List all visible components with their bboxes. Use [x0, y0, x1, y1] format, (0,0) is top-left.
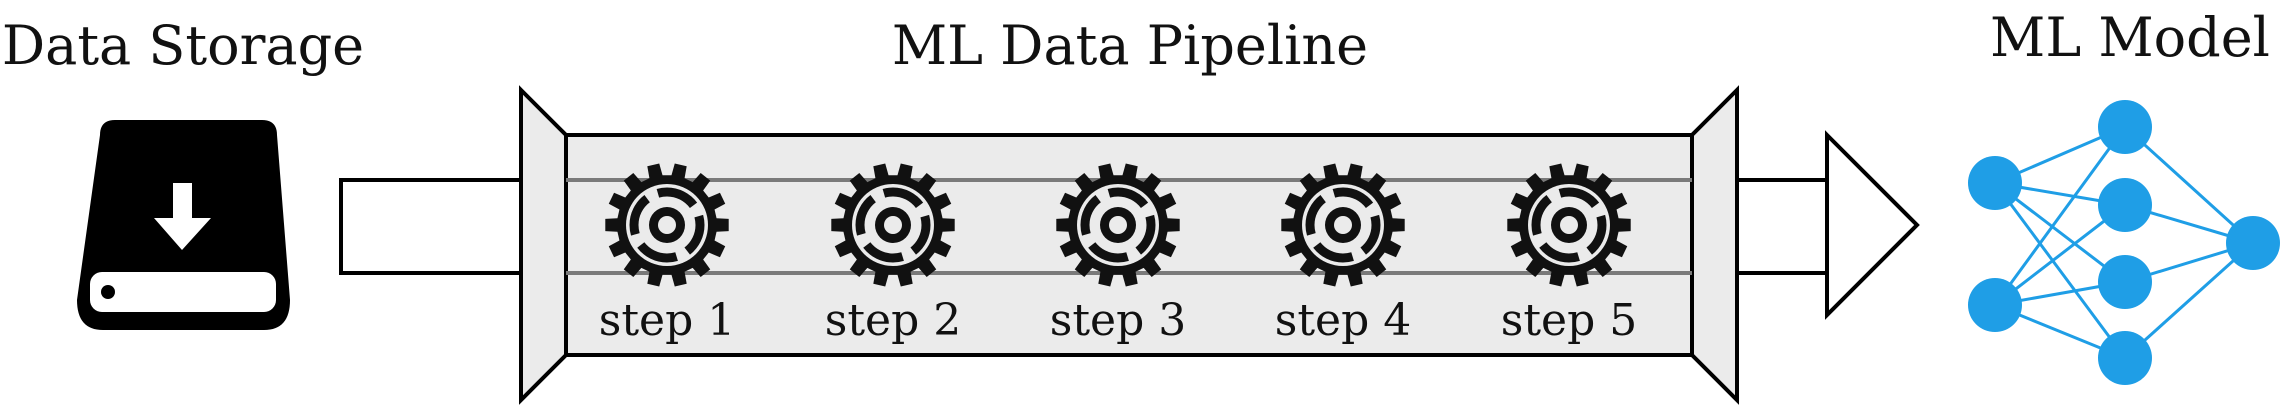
nn-node — [2098, 255, 2152, 309]
gear-icon — [1056, 163, 1180, 287]
output-tube — [1735, 178, 1829, 275]
download-drive-icon — [77, 120, 290, 330]
nn-node — [1968, 156, 2022, 210]
data-storage-title: Data Storage — [2, 14, 364, 77]
step-label: step 4 — [1275, 295, 1411, 346]
gear-icon — [1507, 163, 1631, 287]
step-label: step 1 — [599, 295, 735, 346]
nn-node — [2098, 178, 2152, 232]
nn-node — [1968, 278, 2022, 332]
nn-node — [2098, 100, 2152, 154]
step-label: step 2 — [825, 295, 961, 346]
model-title: ML Model — [1990, 6, 2270, 69]
gear-icon — [831, 163, 955, 287]
pipeline-steps: step 1 step 2 step 3 step 4 step 5 — [599, 163, 1637, 346]
arrow-right-icon — [1825, 130, 1920, 320]
step-label: step 3 — [1050, 295, 1186, 346]
gear-icon — [1281, 163, 1405, 287]
nn-node — [2226, 216, 2280, 270]
step-label: step 5 — [1501, 295, 1637, 346]
nn-node — [2098, 331, 2152, 385]
pipeline-title: ML Data Pipeline — [892, 14, 1368, 77]
gear-icon — [605, 163, 729, 287]
nn-edges — [1993, 125, 2255, 360]
neural-network-icon — [1968, 100, 2280, 385]
